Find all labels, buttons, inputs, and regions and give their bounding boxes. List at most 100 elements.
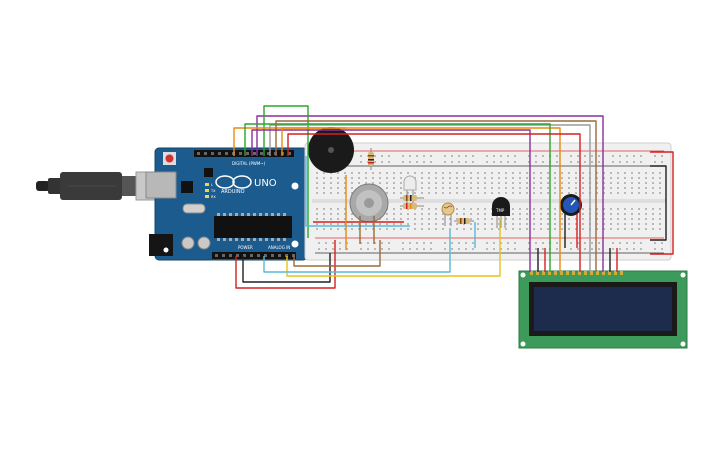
breadboard-hole <box>428 177 430 179</box>
breadboard-hole <box>633 242 635 244</box>
breadboard-hole <box>449 218 451 220</box>
breadboard-hole <box>379 177 381 179</box>
breadboard-hole <box>372 228 374 230</box>
breadboard-hole <box>470 208 472 210</box>
breadboard-hole <box>582 187 584 189</box>
breadboard-hole <box>645 208 647 210</box>
breadboard-hole <box>365 228 367 230</box>
breadboard-hole <box>638 182 640 184</box>
breadboard-hole <box>659 182 661 184</box>
breadboard-hole <box>421 182 423 184</box>
breadboard-hole <box>386 218 388 220</box>
breadboard-hole <box>561 218 563 220</box>
breadboard-hole <box>463 208 465 210</box>
breadboard-hole <box>339 248 341 250</box>
breadboard-hole <box>372 177 374 179</box>
breadboard-hole <box>631 187 633 189</box>
breadboard-hole <box>330 192 332 194</box>
wire-red-top <box>287 133 581 272</box>
breadboard-hole <box>435 177 437 179</box>
breadboard-hole <box>512 192 514 194</box>
reset-button-cap[interactable] <box>165 154 174 163</box>
potentiometer-icon[interactable] <box>560 194 582 216</box>
breadboard-hole <box>444 242 446 244</box>
breadboard-hole <box>470 213 472 215</box>
breadboard-hole <box>575 218 577 220</box>
breadboard-hole <box>486 161 488 163</box>
breadboard-hole <box>596 223 598 225</box>
breadboard-hole <box>421 192 423 194</box>
breadboard-hole <box>330 228 332 230</box>
breadboard-hole <box>491 218 493 220</box>
breadboard-hole <box>414 172 416 174</box>
breadboard-hole <box>351 213 353 215</box>
breadboard-hole <box>330 187 332 189</box>
breadboard-hole <box>582 228 584 230</box>
breadboard-hole <box>582 213 584 215</box>
breadboard-hole <box>619 242 621 244</box>
breadboard-hole <box>645 182 647 184</box>
breadboard-hole <box>430 248 432 250</box>
breadboard-hole <box>582 218 584 220</box>
lcd-pin <box>542 271 545 275</box>
breadboard-hole <box>603 177 605 179</box>
breadboard-hole <box>526 177 528 179</box>
breadboard-hole <box>374 161 376 163</box>
breadboard-hole <box>640 242 642 244</box>
breadboard-hole <box>400 172 402 174</box>
led-l-icon <box>205 183 209 186</box>
breadboard-hole <box>428 228 430 230</box>
breadboard-hole <box>456 218 458 220</box>
breadboard-hole <box>659 218 661 220</box>
breadboard-hole <box>507 155 509 157</box>
breadboard-hole <box>570 242 572 244</box>
breadboard-hole <box>402 248 404 250</box>
breadboard-hole <box>491 228 493 230</box>
breadboard-hole <box>645 223 647 225</box>
breadboard-hole <box>505 218 507 220</box>
led-rx-icon <box>205 195 209 198</box>
breadboard-hole <box>393 218 395 220</box>
breadboard-hole <box>449 182 451 184</box>
lcd-pin <box>590 271 593 275</box>
breadboard-hole <box>421 223 423 225</box>
breadboard-hole <box>591 242 593 244</box>
breadboard-hole <box>500 242 502 244</box>
breadboard-hole <box>409 155 411 157</box>
breadboard-hole <box>519 228 521 230</box>
breadboard-hole <box>624 223 626 225</box>
breadboard-hole <box>337 172 339 174</box>
breadboard-hole <box>379 223 381 225</box>
lcd-display <box>518 270 688 349</box>
breadboard-hole <box>316 187 318 189</box>
breadboard-hole <box>582 208 584 210</box>
breadboard-hole <box>507 242 509 244</box>
breadboard-hole <box>339 242 341 244</box>
breadboard-hole <box>323 182 325 184</box>
breadboard-hole <box>556 155 558 157</box>
breadboard-hole <box>514 242 516 244</box>
breadboard-hole <box>645 187 647 189</box>
breadboard-hole <box>498 172 500 174</box>
breadboard-hole <box>323 228 325 230</box>
lcd-pin <box>620 271 623 275</box>
breadboard-hole <box>540 218 542 220</box>
breadboard-hole <box>570 155 572 157</box>
breadboard-hole <box>654 161 656 163</box>
breadboard-hole <box>533 177 535 179</box>
wire-cyan-bottom <box>263 230 451 273</box>
breadboard-hole <box>316 208 318 210</box>
breadboard-hole <box>584 248 586 250</box>
breadboard-hole <box>477 218 479 220</box>
breadboard-hole <box>330 223 332 225</box>
breadboard-hole <box>421 228 423 230</box>
breadboard-hole <box>547 208 549 210</box>
breadboard-hole <box>465 242 467 244</box>
breadboard-hole <box>526 172 528 174</box>
breadboard-hole <box>561 172 563 174</box>
breadboard-hole <box>526 192 528 194</box>
breadboard-hole <box>374 242 376 244</box>
breadboard-hole <box>633 161 635 163</box>
breadboard-hole <box>631 213 633 215</box>
breadboard-hole <box>596 228 598 230</box>
